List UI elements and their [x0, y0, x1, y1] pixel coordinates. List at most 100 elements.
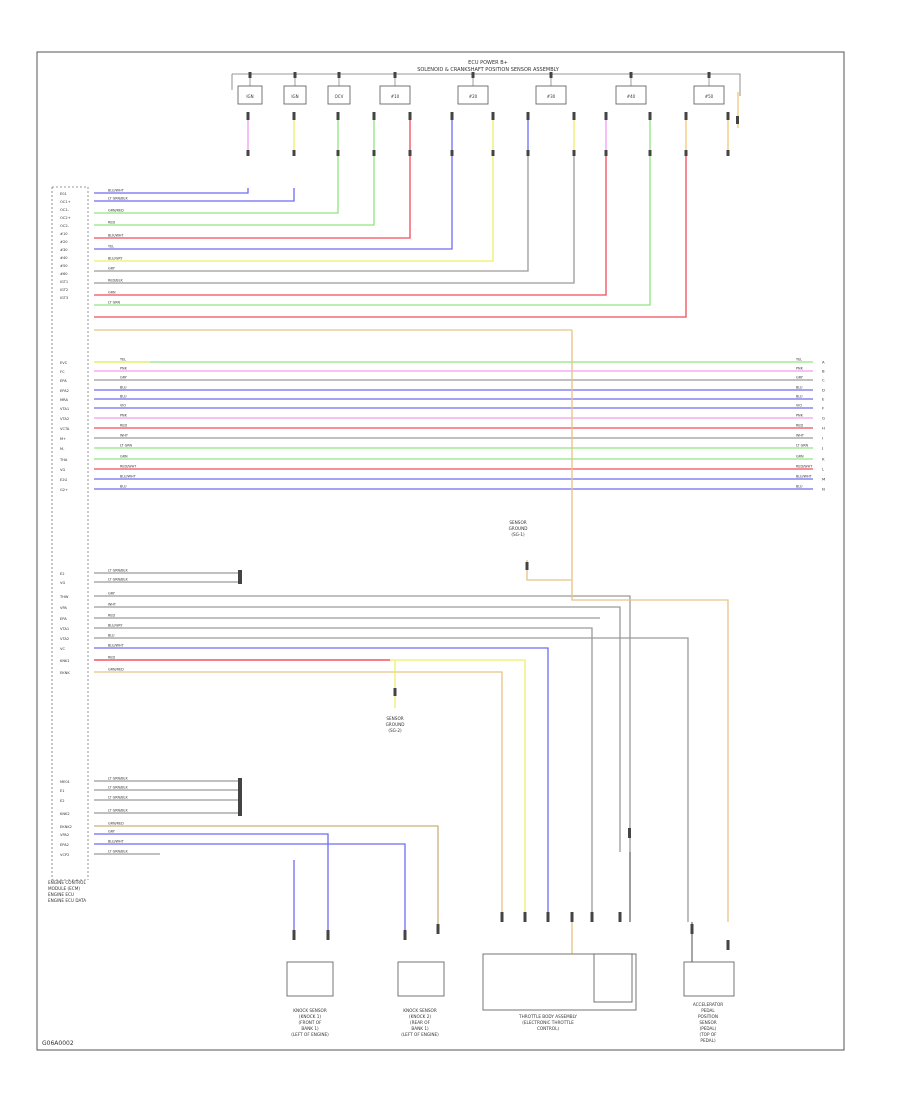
wire-group1 — [94, 150, 453, 250]
wire-color-label: LT GRN/BLK — [108, 809, 128, 813]
relay-box — [535, 85, 567, 105]
top-fuse-pin — [337, 72, 341, 78]
pin-label: VCTA — [60, 427, 70, 431]
ecu-label-line: ENGINE ECU — [48, 892, 74, 897]
pin-label: VG — [60, 468, 65, 472]
top-header-line2: SOLENOID & CRANKSHAFT POSITION SENSOR AS… — [417, 67, 560, 73]
wire-color-label: BLU/GRY — [108, 257, 123, 261]
wire-tag: N — [822, 487, 825, 492]
components — [237, 85, 735, 1011]
top-fuse-pin — [471, 72, 475, 78]
pin-label: E2 — [60, 799, 65, 803]
throttle-body-label: CONTROL) — [537, 1026, 559, 1031]
ecu-label-line: ENGINE CONTROL — [48, 880, 86, 885]
pin-label: EPA — [60, 617, 67, 621]
top-fuse-pin — [629, 72, 633, 78]
connector-pin — [726, 112, 730, 120]
accel-pedal-label: PEDAL) — [700, 1038, 716, 1043]
connector-pin — [572, 150, 576, 156]
throttle-body-label: (ELECTRONIC THROTTLE — [522, 1020, 574, 1025]
pin-label: E01 — [60, 192, 67, 196]
pin-label: M- — [60, 447, 65, 451]
connector-pin — [500, 912, 504, 922]
wire-color-label: BLU — [120, 395, 127, 399]
relay-box — [457, 85, 489, 105]
wire-color-label: GRY — [796, 376, 804, 380]
wire-group3 — [94, 671, 503, 922]
connector-pin — [450, 150, 454, 156]
wire-group4 — [94, 843, 406, 940]
connector-pin — [526, 150, 530, 156]
top-fuse-pin — [293, 72, 297, 78]
wire-group1 — [94, 150, 607, 296]
wire-color-label: VIO — [120, 404, 126, 408]
accel-pedal-label: SENSOR — [699, 1020, 716, 1025]
wires — [94, 78, 813, 962]
throttle-motor-box — [593, 953, 633, 1003]
wire-color-label: GRN/RED — [108, 822, 124, 826]
accel-pedal-label: (TOP OF — [699, 1032, 717, 1037]
wire-color-label: BLU — [796, 386, 803, 390]
wire-color-label: RED/WHT — [120, 465, 137, 469]
wire-tag: K — [822, 457, 825, 462]
ecu-label-line: ENGINE ECU DATA — [48, 898, 86, 903]
connector-pin — [648, 150, 652, 156]
knock-sensor-1-label: BANK 1) — [301, 1026, 319, 1031]
connector-pin — [604, 112, 608, 120]
connector-pin — [246, 112, 250, 120]
wire-tag: B — [822, 369, 825, 374]
connector-pin — [326, 930, 330, 940]
wire-orange-feed — [571, 330, 729, 922]
wire-color-label: RED — [108, 614, 115, 618]
wire-tag: A — [822, 360, 825, 365]
wire-tag: D — [822, 388, 825, 393]
connector-pin — [450, 112, 454, 120]
sensor-label: GROUND — [509, 526, 528, 531]
knock-sensor-2-label: (REAR OF — [410, 1020, 431, 1025]
ground-pin — [238, 778, 242, 816]
sensor-label: (SG-1) — [511, 532, 525, 537]
wire-group1 — [94, 150, 375, 226]
wire-color-label: BLU/WHT — [120, 475, 137, 479]
wire-color-label: BLU — [108, 634, 115, 638]
connector-pin — [292, 150, 296, 156]
pin-label: KNK1 — [60, 659, 70, 663]
wire-group4 — [94, 825, 439, 928]
wire-color-label: LT GRN/BLK — [108, 197, 128, 201]
relay-label: IGN — [291, 94, 298, 99]
wire-yellow-vta — [390, 659, 526, 922]
wire-color-label: GRN — [108, 291, 116, 295]
wire-color-label: GRY — [108, 267, 116, 271]
pin-label: VPA — [60, 606, 67, 610]
connector-pin — [292, 930, 296, 940]
relay-box — [693, 85, 725, 105]
connector-pin — [246, 150, 250, 156]
connector-pin — [523, 912, 527, 922]
wire-color-label: LT GRN/BLK — [108, 850, 128, 854]
sensor-label: SENSOR — [509, 520, 526, 525]
top-bus — [232, 73, 741, 96]
connector-pin — [491, 150, 495, 156]
accel-pedal-label: PEDAL — [701, 1008, 715, 1013]
connectors — [238, 72, 739, 950]
wire-group1 — [94, 150, 411, 239]
pin-label: VTA2 — [60, 637, 69, 641]
diagram-frame — [36, 51, 845, 1051]
wire-group3 — [94, 627, 593, 922]
pin-label: THA — [59, 458, 68, 462]
connector-pin — [525, 562, 529, 570]
connector-pin — [628, 828, 631, 838]
relay-box — [615, 85, 647, 105]
wire-color-label: PNK — [796, 367, 804, 371]
wire-color-label: GRN/RED — [108, 668, 124, 672]
connector-pin — [408, 150, 412, 156]
wire-group1 — [94, 150, 687, 318]
connector-pin — [590, 912, 594, 922]
wire-tag: F — [822, 406, 824, 411]
connector-pin — [491, 112, 495, 120]
top-fuse-pin — [248, 72, 252, 78]
wire-group1 — [94, 150, 339, 214]
